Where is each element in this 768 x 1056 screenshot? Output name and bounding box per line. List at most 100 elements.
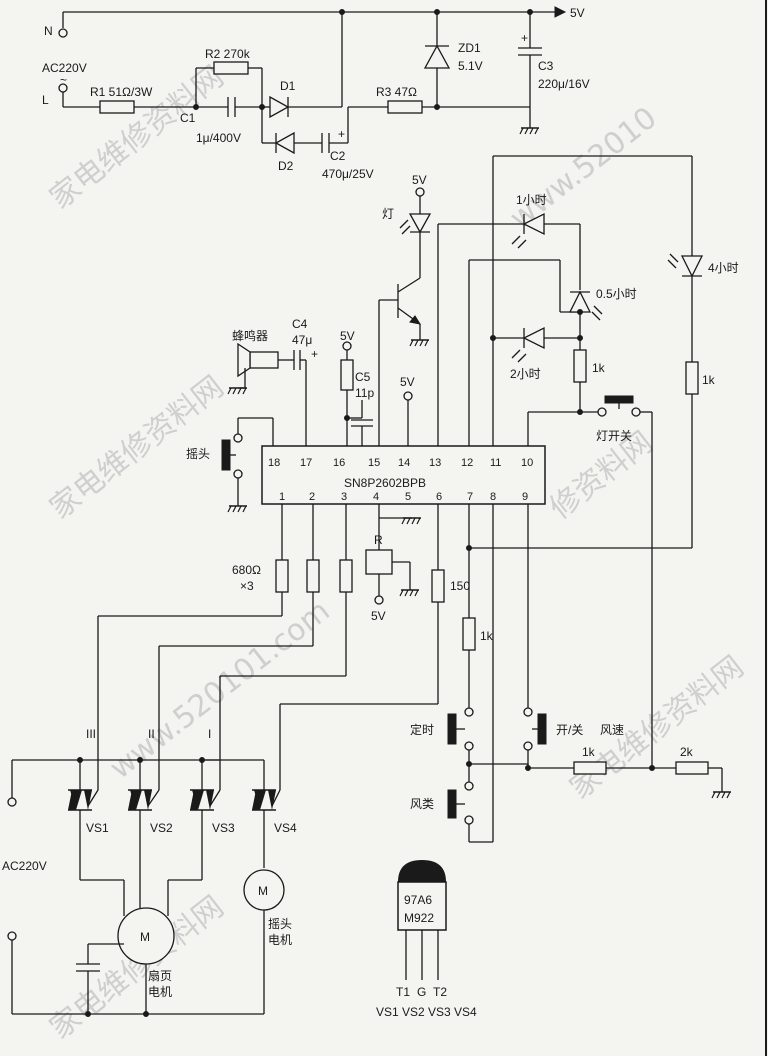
led-2h-label: 2小时 [510, 367, 541, 381]
resistor-r1 [99, 100, 135, 114]
triac-vs2 [127, 781, 153, 819]
pin-17: 17 [300, 457, 312, 469]
fan-motor-label-a: 扇页 [148, 968, 172, 983]
pin-12: 12 [461, 457, 473, 469]
terminal-ac-a [7, 797, 17, 807]
ic-name: SN8P2602BPB [344, 476, 426, 490]
swing-motor-label-a: 摇头 [268, 917, 292, 931]
lamp-5v-label: 5V [412, 173, 427, 187]
osc-5v-label: 5V [340, 329, 355, 343]
resistor-r2 [213, 61, 249, 75]
resistor-sw-1k [573, 761, 607, 775]
pin-6: 6 [436, 491, 442, 503]
buzzer-label: 蜂鸣器 [232, 328, 268, 343]
supply-5v-label: 5V [570, 6, 585, 20]
reset-r-label: R [374, 533, 383, 547]
power-stage: AC220V III II I VS1 VS2 VS3 VS4 [2, 727, 297, 1017]
pin-8: 8 [490, 491, 496, 503]
c1-name: C1 [180, 111, 196, 125]
res-sw-1k-label: 1k [582, 745, 596, 759]
led-4h-label: 4小时 [708, 261, 739, 275]
vs1-label: VS1 [86, 821, 109, 835]
resistor-timer-1k [462, 617, 476, 651]
diode-d2 [274, 131, 295, 155]
switch-onoff [537, 713, 547, 745]
pin-16: 16 [333, 457, 345, 469]
vs2-label: VS2 [150, 821, 173, 835]
speed-2-label: II [148, 727, 155, 741]
terminal-l [58, 83, 68, 93]
d2-label: D2 [278, 159, 294, 173]
c4-name: C4 [292, 317, 308, 331]
c4-value: 47μ [292, 333, 312, 347]
d1-label: D1 [280, 79, 296, 93]
sw-timer-label: 定时 [410, 722, 434, 737]
pkg-pin-g: G [417, 985, 426, 999]
res-led-1k-label: 1k [592, 361, 606, 375]
resistor-680-1 [275, 559, 289, 593]
res-sw-2k-label: 2k [680, 745, 694, 759]
ic-bottom-circuit: 680Ω ×3 R 5V 150 1k 定时 [97, 504, 732, 843]
pin14-5v-label: 5V [400, 375, 415, 389]
neutral-label: N [44, 24, 53, 38]
resistor-4h-1k [685, 361, 699, 395]
r1-label: R1 51Ω/3W [90, 85, 153, 99]
led-05h-label: 0.5小时 [596, 287, 637, 301]
triac-vs1 [67, 781, 93, 819]
switch-type [447, 789, 457, 819]
pkg-pin-t2: T2 [433, 985, 447, 999]
pin-1: 1 [279, 491, 285, 503]
pin-11: 11 [490, 457, 501, 469]
lamp-light-icon [399, 219, 409, 229]
r3-label: R3 47Ω [376, 85, 417, 99]
resistor-osc [340, 359, 354, 391]
res-680-count: ×3 [240, 579, 254, 593]
triac-vs4 [251, 781, 277, 819]
ic-top-circuit: 摇头 + 蜂鸣器 C4 47μ 5V C5 11p 5V [186, 155, 739, 768]
vs4-label: VS4 [274, 821, 297, 835]
fan-motor-label-b: 电机 [148, 985, 172, 999]
res-150-label: 150 [450, 579, 470, 593]
vs3-label: VS3 [212, 821, 235, 835]
c3-name: C3 [538, 59, 554, 73]
res-4h-1k-label: 1k [702, 373, 716, 387]
fan-motor-symbol: M [140, 930, 150, 944]
lamp-label: 灯 [382, 207, 394, 221]
pkg-line2: M922 [404, 911, 434, 925]
terminal-ac-b [7, 931, 17, 941]
c1-value: 1μ/400V [196, 131, 241, 145]
sw-speed-label: 风速 [600, 723, 624, 737]
pkg-pin-t1: T1 [396, 985, 410, 999]
zd1-value: 5.1V [458, 59, 483, 73]
sw-type-label: 风类 [410, 797, 434, 811]
pin-15: 15 [368, 457, 380, 469]
pin-7: 7 [467, 491, 473, 503]
pin-14: 14 [398, 457, 410, 469]
sw-onoff-label: 开/关 [556, 723, 583, 737]
zd1-name: ZD1 [458, 41, 481, 55]
svg-text:www.52010: www.52010 [503, 100, 663, 236]
c2-value: 470μ/25V [322, 167, 374, 181]
led-1h-label: 1小时 [516, 193, 547, 207]
resistor-sw-2k [675, 761, 709, 775]
c5-value: 11p [355, 386, 374, 400]
buzzer [249, 351, 279, 369]
reset-5v-label: 5V [371, 609, 386, 623]
swing-motor-label-b: 电机 [268, 933, 292, 947]
triac-vs3 [189, 781, 215, 819]
resistor-680-3 [339, 559, 353, 593]
led-4h [680, 255, 704, 278]
speed-1-label: I [208, 727, 211, 741]
pin-2: 2 [309, 491, 315, 503]
pkg-line1: 97A6 [404, 893, 432, 907]
resistor-led-1k [573, 349, 587, 383]
live-label: L [42, 93, 49, 107]
r2-label: R2 270k [205, 47, 251, 61]
svg-text:+: + [338, 127, 345, 141]
pin-9: 9 [522, 491, 528, 503]
power-supply: N 5V AC220V ~ L R1 51Ω/3W R2 270k C1 1μ/… [42, 6, 590, 181]
sw-swing-label: 摇头 [186, 447, 210, 461]
ac-load-label: AC220V [2, 859, 47, 873]
resistor-r3 [387, 100, 423, 114]
pin-3: 3 [341, 491, 347, 503]
